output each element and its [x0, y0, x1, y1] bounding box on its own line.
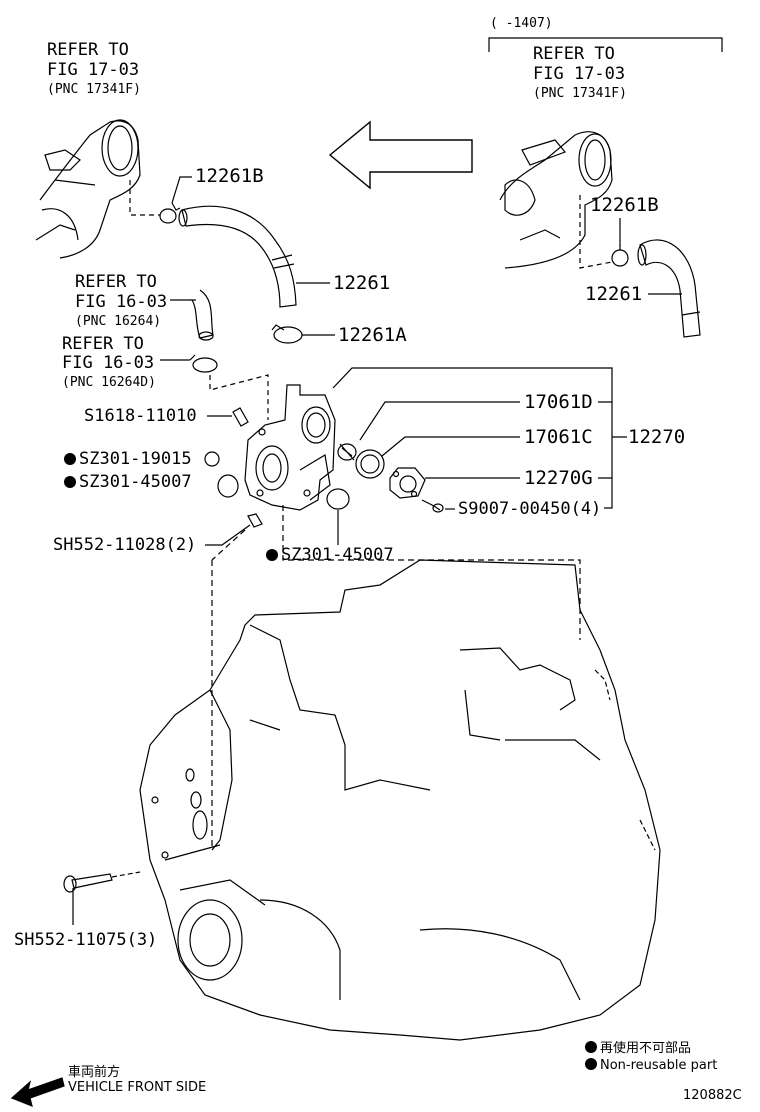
- part-S9007: S9007-00450(4): [458, 499, 602, 519]
- figure-id: 120882C: [683, 1088, 742, 1103]
- part-SZ301-19015: SZ301-19015: [64, 449, 192, 469]
- non-reusable-dot-icon: [64, 453, 76, 465]
- hose-12261-right: [637, 239, 701, 338]
- refer-tr-line2: FIG 17-03: [533, 64, 626, 84]
- refer-m1-line2: FIG 16-03: [75, 292, 168, 312]
- refer-m2-line2: FIG 16-03: [62, 353, 155, 373]
- stud-S1618: [232, 407, 249, 427]
- water-inlet-12270G: [389, 467, 426, 499]
- refer-tl-line2: FIG 17-03: [47, 60, 140, 80]
- gasket-17061C: [355, 449, 385, 479]
- part-12261: 12261: [333, 272, 391, 294]
- dash-right-pipe: [579, 195, 613, 269]
- range-bracket: [488, 37, 723, 52]
- clamp-12261A: [271, 324, 303, 344]
- part-17061C: 17061C: [524, 426, 593, 448]
- vehicle-front-en: VEHICLE FRONT SIDE: [68, 1080, 207, 1095]
- part-SZ301-45007-b: SZ301-45007: [266, 545, 394, 565]
- hose-12261: [178, 205, 297, 308]
- refer-tl-pnc: (PNC 17341F): [47, 82, 141, 97]
- part-S1618: S1618-11010: [84, 406, 197, 426]
- non-reusable-dot-icon: [585, 1058, 597, 1070]
- leader-SH11028: [205, 524, 251, 546]
- part-17061D: 17061D: [524, 391, 593, 413]
- refer-tr-line1: REFER TO: [533, 44, 615, 64]
- dash-align-3: [282, 505, 581, 640]
- intake-pipe-left: [35, 119, 141, 259]
- dash-left-pipe: [129, 180, 160, 216]
- bypass-hose: [191, 289, 214, 341]
- leader-17061C: [381, 436, 520, 457]
- thermostat-17061D: [337, 443, 357, 461]
- part-12261A: 12261A: [338, 324, 407, 346]
- water-inlet-housing: [244, 384, 336, 511]
- oring-45007-b: [326, 488, 350, 510]
- intake-pipe-right: [499, 131, 613, 269]
- bracket-12270: [598, 401, 627, 509]
- dash-bypass: [209, 374, 269, 420]
- refer-tl-line1: REFER TO: [47, 40, 129, 60]
- bolt-SH552-11075: [63, 871, 141, 893]
- part-SH552-11028: SH552-11028(2): [53, 535, 197, 555]
- clamp-12261B-right: [611, 245, 629, 267]
- refer-m2-pnc: (PNC 16264D): [62, 375, 156, 390]
- non-reusable-dot-icon: [266, 549, 278, 561]
- non-reusable-dot-icon: [585, 1041, 597, 1053]
- refer-m1-pnc: (PNC 16264): [75, 314, 162, 329]
- direction-arrow-icon: [328, 120, 473, 190]
- bypass-clamp: [189, 354, 218, 373]
- refer-tr-range: ( -1407): [490, 16, 553, 31]
- part-12270G: 12270G: [524, 467, 593, 489]
- clamp-12261B-left: [159, 202, 181, 224]
- refer-m1-line1: REFER TO: [75, 272, 157, 292]
- oring-19015: [204, 451, 220, 467]
- legend-jp: 再使用不可部品: [585, 1037, 691, 1056]
- dash-align-2: [211, 529, 246, 561]
- oring-45007-a: [217, 474, 239, 498]
- part-12261B: 12261B: [195, 165, 264, 187]
- engine-block: [139, 559, 661, 1041]
- non-reusable-dot-icon: [64, 476, 76, 488]
- vehicle-front-arrow-icon: [10, 1077, 65, 1107]
- bolt-S9007: [421, 499, 444, 513]
- bolt-SH552-11028: [247, 513, 263, 528]
- part-12261B-right: 12261B: [590, 194, 659, 216]
- part-12270: 12270: [628, 426, 686, 448]
- refer-tr-pnc: (PNC 17341F): [533, 86, 627, 101]
- leader-17061D: [359, 401, 520, 441]
- refer-m2-line1: REFER TO: [62, 334, 144, 354]
- leader-housing-top: [332, 367, 613, 402]
- part-SZ301-45007-a: SZ301-45007: [64, 472, 192, 492]
- legend-en: Non-reusable part: [585, 1058, 717, 1073]
- leader-12261B: [171, 176, 192, 204]
- vehicle-front-jp: 車両前方: [68, 1065, 121, 1080]
- part-12261-right: 12261: [585, 283, 643, 305]
- part-SH552-11075: SH552-11075(3): [14, 930, 158, 950]
